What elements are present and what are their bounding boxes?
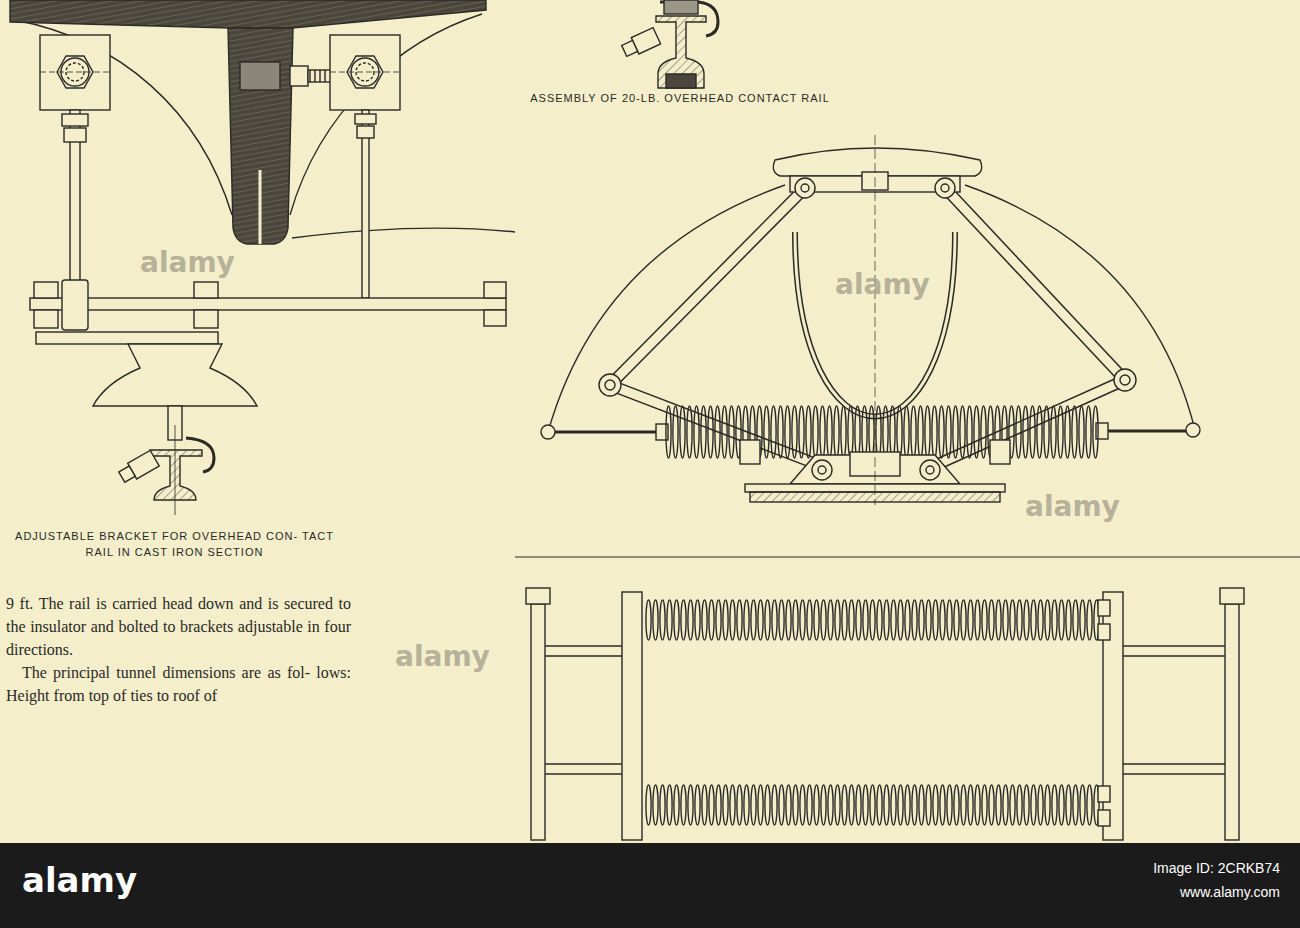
watermark: alamy (835, 268, 934, 301)
figure-caption: ADJUSTABLE BRACKET FOR OVERHEAD CON- TAC… (2, 528, 347, 560)
website: www.alamy.com (1000, 884, 1280, 900)
watermark: alamy (1025, 490, 1135, 523)
figure-caption: ASSEMBLY OF 20-LB. OVERHEAD CONTACT RAIL (530, 90, 830, 106)
image-id: Image ID: 2CRKB74 (1000, 860, 1280, 876)
watermark: alamy (395, 640, 505, 673)
body-text: The principal tunnel dimensions are as f… (6, 661, 351, 707)
body-text: 9 ft. The rail is carried head down and … (6, 592, 351, 661)
logo: alamy (22, 860, 182, 900)
watermark: alamy (140, 246, 250, 279)
